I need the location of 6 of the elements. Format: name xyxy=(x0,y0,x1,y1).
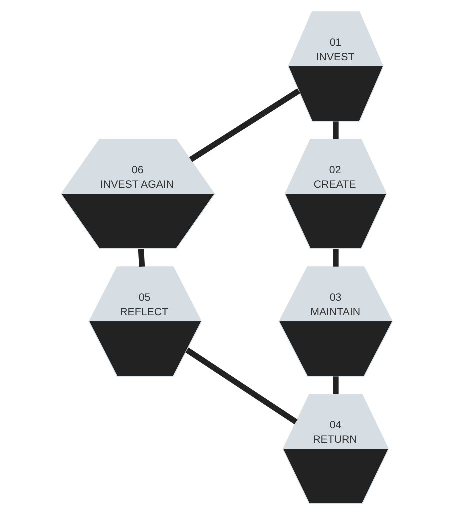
connector xyxy=(188,88,300,162)
connector xyxy=(332,249,338,267)
connector xyxy=(332,122,338,140)
connector xyxy=(138,249,145,268)
connector xyxy=(185,348,298,425)
connector xyxy=(332,376,338,394)
